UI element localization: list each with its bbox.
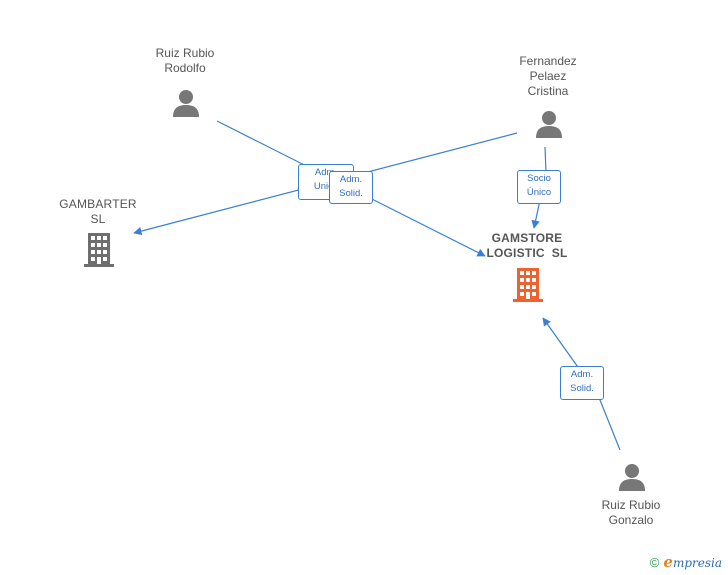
building-icon xyxy=(84,233,114,267)
person-name-label: Ruiz Rubio Gonzalo xyxy=(601,498,661,527)
brand-name: mpresia xyxy=(672,556,722,570)
person-name-label: Fernandez Pelaez Cristina xyxy=(519,54,577,98)
company-name-label: GAMBARTER SL xyxy=(59,197,137,226)
person-icon xyxy=(619,464,645,491)
person-icon xyxy=(173,90,199,117)
person-icon xyxy=(536,111,562,138)
copyright-icon: © xyxy=(649,555,660,570)
edge-label-socio-unico[interactable]: Socio Único xyxy=(517,170,561,204)
building-icon xyxy=(513,268,543,302)
brand-initial: e xyxy=(663,553,673,571)
company-name-label: GAMSTORE LOGISTIC SL xyxy=(486,231,568,260)
edge-label-adm-solid[interactable]: Adm. Solid. xyxy=(329,171,373,204)
empresia-brand[interactable]: ©empresia xyxy=(650,553,722,571)
person-name-label: Ruiz Rubio Rodolfo xyxy=(155,46,215,75)
edge-label-adm-solid[interactable]: Adm. Solid. xyxy=(560,366,604,400)
